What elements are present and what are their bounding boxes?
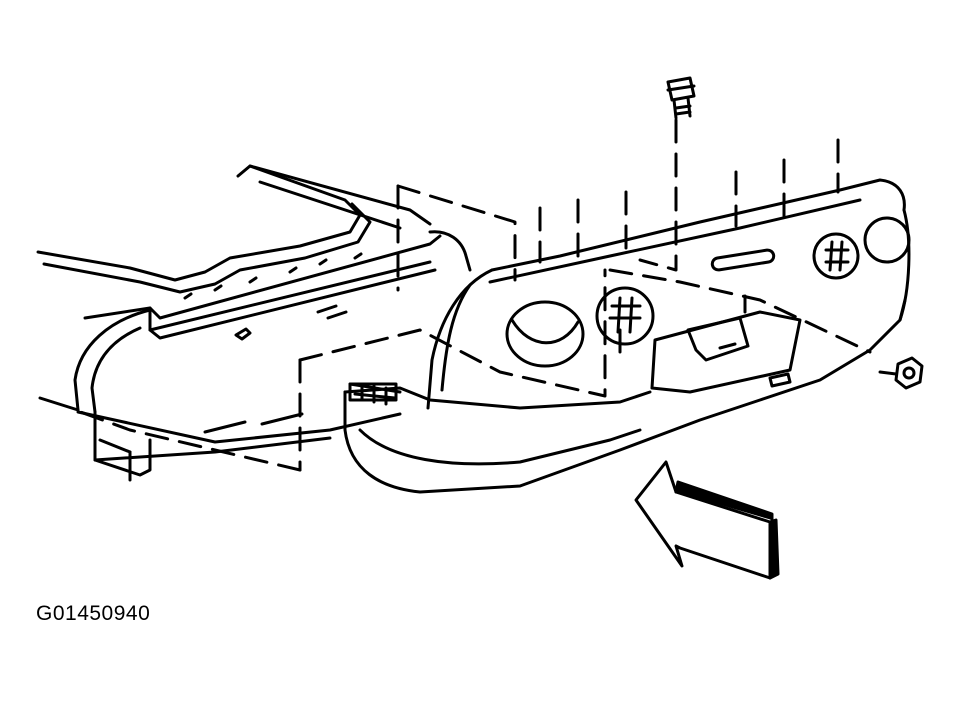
bolt-icon	[666, 76, 696, 120]
figure-caption: G01450940	[36, 602, 151, 625]
tow-hook-icon	[348, 382, 398, 406]
nut-icon	[878, 356, 924, 390]
lamp-openings	[505, 216, 911, 368]
direction-arrow-icon	[634, 460, 780, 580]
fog-lamp-icon	[812, 232, 860, 280]
vehicle-body-frame	[36, 164, 472, 482]
alignment-lines	[73, 118, 872, 472]
fog-lamp-icon	[595, 286, 655, 346]
